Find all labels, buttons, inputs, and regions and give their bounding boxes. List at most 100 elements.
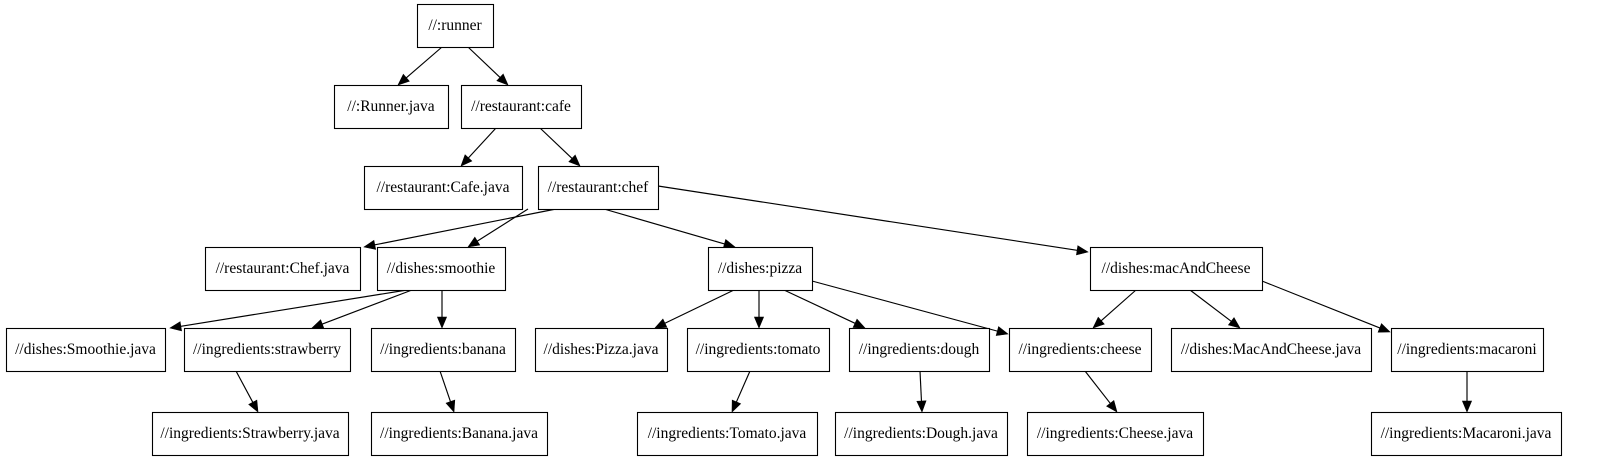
graph-node-ing_macaronijava[interactable]: //ingredients:Macaroni.java: [1370, 411, 1563, 457]
edge-shaft: [1084, 370, 1111, 404]
edge-restaurant_cafe-to-restaurant_chef: [539, 127, 581, 167]
edge-dishes_pizza-to-ing_tomato: [753, 290, 765, 329]
edge-ing_banana-to-ing_bananajava: [439, 370, 456, 413]
node-label: //ingredients:tomato: [696, 341, 821, 358]
edge-restaurant_chef-to-restaurant_chefjava: [363, 208, 557, 250]
node-box[interactable]: [333, 84, 450, 130]
node-box[interactable]: [370, 327, 517, 373]
graph-node-restaurant_cafejava[interactable]: //restaurant:Cafe.java: [363, 165, 524, 211]
edge-shaft: [657, 185, 1078, 251]
node-label: //ingredients:macaroni: [1397, 341, 1537, 358]
node-box[interactable]: [848, 327, 991, 373]
edge-dishes_pizza-to-ing_cheese: [811, 280, 1009, 336]
graph-node-dishes_pizzajava[interactable]: //dishes:Pizza.java: [534, 327, 669, 373]
nodes-layer: //:runner //:Runner.java//restaurant:cafe…: [5, 3, 1563, 457]
edge-shaft: [1100, 289, 1137, 322]
edge-shaft: [405, 46, 443, 79]
arrow-head-icon: [1076, 245, 1089, 256]
arrow-head-icon: [916, 400, 927, 413]
graph-node-ing_strawberryjava[interactable]: //ingredients:Strawberry.java: [151, 411, 350, 457]
graph-node-dishes_macandcheese[interactable]: //dishes:macAndCheese: [1089, 246, 1264, 292]
node-label: //restaurant:Cafe.java: [377, 179, 510, 196]
graph-node-dishes_smoothie[interactable]: //dishes:smoothie: [376, 246, 507, 292]
node-box[interactable]: [1370, 411, 1563, 457]
arrow-head-icon: [436, 316, 448, 329]
graph-node-dishes_smoothiejava[interactable]: //dishes:Smoothie.java: [5, 327, 167, 373]
edge-shaft: [1189, 289, 1232, 322]
node-box[interactable]: [534, 327, 669, 373]
graph-node-ing_tomatojava[interactable]: //ingredients:Tomato.java: [636, 411, 819, 457]
graph-node-restaurant_chef[interactable]: //restaurant:chef: [537, 165, 660, 211]
edge-shaft: [603, 208, 725, 245]
arrow-head-icon: [852, 318, 866, 329]
node-box[interactable]: [376, 246, 507, 292]
arrow-head-icon: [1377, 323, 1391, 333]
graph-node-ing_cheesejava[interactable]: //ingredients:Cheese.java: [1026, 411, 1205, 457]
arrow-head-icon: [445, 399, 456, 413]
node-label: //ingredients:Cheese.java: [1037, 425, 1193, 442]
node-box[interactable]: [1026, 411, 1205, 457]
edge-shaft: [783, 289, 856, 324]
node-box[interactable]: [183, 327, 352, 373]
edge-dishes_pizza-to-dishes_pizzajava: [654, 289, 735, 329]
edge-ing_strawberry-to-ing_strawberryjava: [235, 370, 259, 413]
node-box[interactable]: [1390, 327, 1545, 373]
edge-dishes_smoothie-to-dishes_smoothiejava: [169, 289, 408, 332]
graph-node-ing_strawberry[interactable]: //ingredients:strawberry: [183, 327, 352, 373]
edge-shaft: [468, 127, 497, 159]
node-box[interactable]: [151, 411, 350, 457]
edge-ing_dough-to-ing_doughjava: [916, 370, 927, 413]
graph-node-restaurant_chefjava[interactable]: //restaurant:Chef.java: [204, 246, 362, 292]
edge-shaft: [735, 370, 751, 403]
node-label: //dishes:macAndCheese: [1102, 260, 1251, 277]
node-box[interactable]: [834, 411, 1009, 457]
node-box[interactable]: [460, 84, 583, 130]
edge-shaft: [539, 127, 573, 159]
node-label: //dishes:Smoothie.java: [15, 341, 156, 358]
graph-node-ing_tomato[interactable]: //ingredients:tomato: [686, 327, 831, 373]
edge-shaft: [180, 289, 408, 327]
graph-node-ing_macaroni[interactable]: //ingredients:macaroni: [1390, 327, 1545, 373]
graph-node-restaurant_cafe[interactable]: //restaurant:cafe: [460, 84, 583, 130]
node-label: //restaurant:Chef.java: [216, 260, 350, 277]
node-box[interactable]: [416, 3, 495, 49]
node-box[interactable]: [370, 411, 549, 457]
node-box[interactable]: [1008, 327, 1153, 373]
edge-dishes_smoothie-to-ing_strawberry: [311, 289, 413, 329]
graph-node-dishes_pizza[interactable]: //dishes:pizza: [707, 246, 814, 292]
graph-node-ing_cheese[interactable]: //ingredients:cheese: [1008, 327, 1153, 373]
edge-shaft: [374, 208, 557, 246]
edge-shaft: [476, 208, 529, 242]
graph-node-ing_banana[interactable]: //ingredients:banana: [370, 327, 517, 373]
graph-node-runner_java[interactable]: //:Runner.java: [333, 84, 450, 130]
node-label: //ingredients:Tomato.java: [648, 425, 807, 442]
node-box[interactable]: [363, 165, 524, 211]
graph-node-ing_dough[interactable]: //ingredients:dough: [848, 327, 991, 373]
edge-shaft: [919, 370, 923, 402]
arrow-head-icon: [568, 154, 581, 167]
edges-layer: [169, 46, 1473, 413]
arrow-head-icon: [248, 399, 259, 413]
arrow-head-icon: [1092, 316, 1105, 329]
graph-node-dishes_macandcheesejava[interactable]: //dishes:MacAndCheese.java: [1170, 327, 1373, 373]
arrow-head-icon: [169, 321, 182, 332]
graph-node-runner[interactable]: //:runner: [416, 3, 495, 49]
graph-node-ing_doughjava[interactable]: //ingredients:Dough.java: [834, 411, 1009, 457]
graph-node-ing_bananajava[interactable]: //ingredients:Banana.java: [370, 411, 549, 457]
node-box[interactable]: [204, 246, 362, 292]
node-box[interactable]: [1170, 327, 1373, 373]
edge-restaurant_chef-to-dishes_macandcheese: [657, 185, 1089, 256]
node-box[interactable]: [537, 165, 660, 211]
node-box[interactable]: [5, 327, 167, 373]
edge-dishes_pizza-to-ing_dough: [783, 289, 866, 329]
arrow-head-icon: [1106, 399, 1118, 413]
node-box[interactable]: [686, 327, 831, 373]
arrow-head-icon: [311, 319, 325, 329]
arrow-head-icon: [460, 154, 473, 167]
node-box[interactable]: [1089, 246, 1264, 292]
node-label: //ingredients:banana: [380, 341, 506, 358]
node-box[interactable]: [636, 411, 819, 457]
node-box[interactable]: [707, 246, 814, 292]
